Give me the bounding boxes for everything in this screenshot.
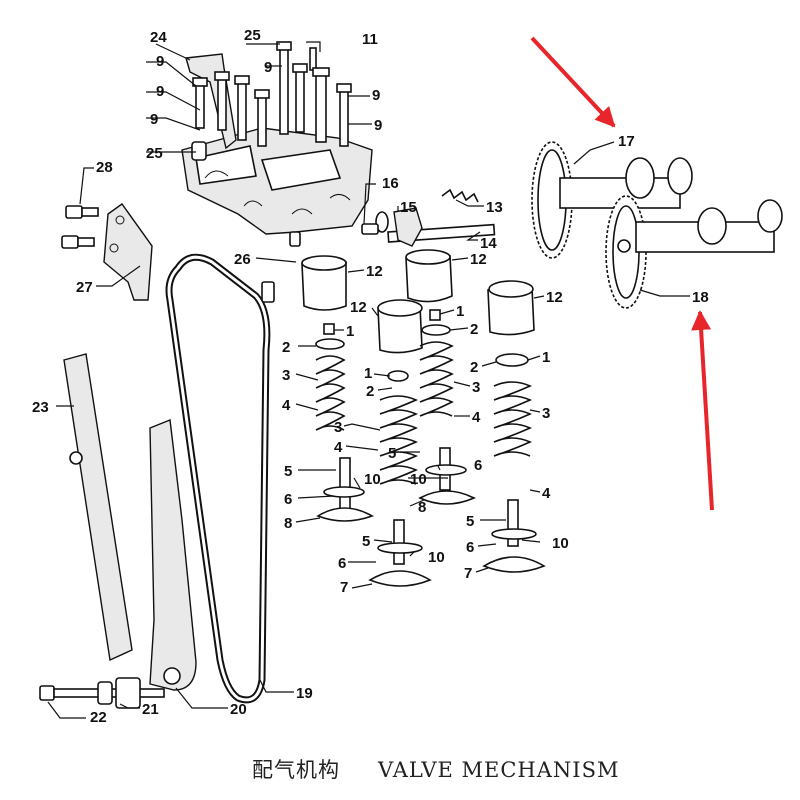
callout-4: 4 [472,409,481,426]
callout-10: 10 [428,549,445,566]
callout-11: 11 [362,31,378,48]
callout-1: 1 [542,349,550,366]
chain-tensioner-20 [149,419,197,691]
callout-23: 23 [32,399,49,416]
callout-4: 4 [334,439,343,456]
leader-lines [47,41,690,719]
callout-13: 13 [486,199,503,216]
valve-assembly-4 [482,353,546,573]
callout-27: 27 [76,279,93,296]
callout-7: 7 [464,565,472,582]
chain-guide-23 [63,353,133,662]
callout-10: 10 [410,471,427,488]
callout-19: 19 [296,685,313,702]
callout-3: 3 [472,379,480,396]
red-arrow-18 [691,310,714,511]
valve-assembly-1 [315,323,374,522]
holder-bolts [192,41,352,147]
callout-10: 10 [552,535,569,552]
callout-25: 25 [146,145,163,162]
red-arrow-17 [530,36,616,128]
callout-9: 9 [156,83,164,100]
callout-5: 5 [284,463,292,480]
callout-2: 2 [470,321,478,338]
callout-3: 3 [334,419,342,436]
callout-2: 2 [470,359,478,376]
callout-22: 22 [90,709,107,726]
callout-2: 2 [366,383,374,400]
callout-6: 6 [338,555,346,572]
callout-6: 6 [284,491,292,508]
callout-labels: 11 24 25 9 9 9 9 9 9 25 28 27 16 15 13 1… [32,27,709,726]
cam-chain-19 [165,253,271,704]
bracket-27 [61,203,153,301]
callout-21: 21 [142,701,159,718]
callout-12: 12 [546,289,563,306]
callout-2: 2 [282,339,290,356]
callout-5: 5 [388,445,396,462]
callout-15: 15 [400,199,417,216]
callout-10: 10 [364,471,381,488]
callout-4: 4 [542,485,551,502]
callout-14: 14 [480,235,497,252]
callout-8: 8 [284,515,292,532]
callout-1: 1 [346,323,354,340]
callout-1: 1 [456,303,464,320]
callout-9: 9 [374,117,382,134]
caption-chinese: 配气机构 [252,758,340,782]
callout-3: 3 [542,405,550,422]
bracket-24 [185,53,237,150]
valve-assembly-3 [418,309,476,505]
callout-5: 5 [362,533,370,550]
callout-8: 8 [418,499,426,516]
camshaft-holder [181,127,373,247]
rocker-assembly [361,188,496,247]
callout-26: 26 [234,251,251,268]
lifters-12 [301,249,535,354]
callout-5: 5 [466,513,474,530]
pivot-bolt-22 [39,677,165,709]
callout-18: 18 [692,289,709,306]
callout-20: 20 [230,701,247,718]
callout-25: 25 [244,27,261,44]
callout-17: 17 [618,133,635,150]
callout-16: 16 [382,175,399,192]
callout-28: 28 [96,159,113,176]
dowel-pin-26 [261,281,275,303]
callout-6: 6 [474,457,482,474]
callout-24: 24 [150,29,167,46]
callout-3: 3 [282,367,290,384]
camshaft-18 [605,195,783,309]
callout-9: 9 [372,87,380,104]
callout-12: 12 [366,263,383,280]
valve-assembly-2 [368,370,432,587]
callout-7: 7 [340,579,348,596]
caption-english: VALVE MECHANISM [377,758,619,782]
callout-9: 9 [264,59,272,76]
callout-6: 6 [466,539,474,556]
callout-9: 9 [150,111,158,128]
callout-1: 1 [364,365,372,382]
callout-12: 12 [470,251,487,268]
callout-4: 4 [282,397,291,414]
callout-9: 9 [156,53,164,70]
callout-12: 12 [350,299,367,316]
